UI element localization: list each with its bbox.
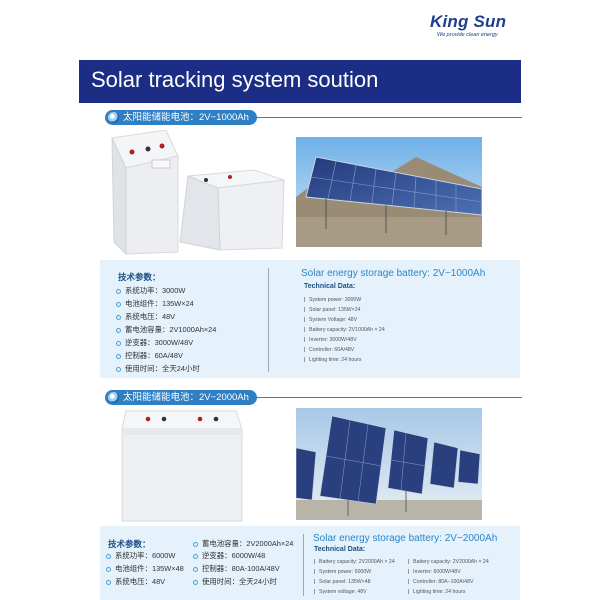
tick-mark xyxy=(304,317,305,323)
en-spec-title-2: Solar energy storage battery: 2V−2000Ah xyxy=(313,533,498,544)
brand-logo: King Sun xyxy=(430,12,507,31)
en-spec-item: System power: 6000W xyxy=(314,569,371,575)
tick-mark xyxy=(304,357,305,363)
cn-spec-item: 系统功率：6000W xyxy=(106,550,175,561)
tick-mark xyxy=(408,559,409,565)
title-banner xyxy=(79,60,521,103)
bullet-icon xyxy=(116,353,121,359)
en-spec-item: Lighting time: 24 hours xyxy=(408,589,465,595)
section-1-header: 太阳能储能电池：2V−1000Ah xyxy=(105,110,257,125)
bullet-icon xyxy=(116,366,121,372)
battery-1000ah-image xyxy=(108,130,288,255)
cn-spec-item: 控制器：80A-100A/48V xyxy=(193,563,280,574)
en-spec-item: Controller: 60A/48V xyxy=(304,347,354,353)
tick-mark xyxy=(408,589,409,595)
en-spec-item: System voltage: 48V xyxy=(314,589,367,595)
bullet-icon xyxy=(193,579,198,585)
cn-spec-item: 逆变器：6000W/48 xyxy=(193,550,265,561)
en-spec-item: Controller: 80A−100A/48V xyxy=(408,579,473,585)
tick-mark xyxy=(314,589,315,595)
solar-array-photo-1 xyxy=(296,137,482,247)
cn-spec-item: 控制器：60A/48V xyxy=(116,350,183,361)
bullet-icon xyxy=(116,301,121,307)
cn-spec-item: 使用时间：全天24小时 xyxy=(193,576,277,587)
en-spec-item: Solar panel: 135W×24 xyxy=(304,307,360,313)
spec-divider-2 xyxy=(303,534,304,596)
tick-mark xyxy=(304,337,305,343)
cn-spec-item: 逆变器：3000W/48V xyxy=(116,337,193,348)
tick-mark xyxy=(408,579,409,585)
en-spec-item: System power: 3000W xyxy=(304,297,361,303)
cn-spec-item: 系统电压：48V xyxy=(106,576,165,587)
bullet-icon xyxy=(116,327,121,333)
tick-mark xyxy=(408,569,409,575)
en-spec-title-1: Solar energy storage battery: 2V−1000Ah xyxy=(301,268,486,279)
bullet-icon xyxy=(116,288,121,294)
bullet-icon xyxy=(193,541,198,547)
tick-mark xyxy=(314,579,315,585)
page-title: Solar tracking system soution xyxy=(91,67,379,92)
battery-2000ah-image xyxy=(118,405,246,527)
bullet-icon xyxy=(106,553,111,559)
spec-divider-1 xyxy=(268,268,269,372)
tick-mark xyxy=(314,569,315,575)
brand-tagline: We provide clean energy xyxy=(437,32,498,38)
en-spec-item: Solar panel: 135W×48 xyxy=(314,579,370,585)
section-1-rule xyxy=(246,117,522,118)
cn-spec-item: 系统电压：48V xyxy=(116,311,175,322)
tick-mark xyxy=(304,327,305,333)
section-2-header: 太阳能储能电池：2V−2000Ah xyxy=(105,390,257,405)
spec-panel-1 xyxy=(100,260,520,378)
bullet-icon xyxy=(193,566,198,572)
cn-spec-heading-1: 技术参数： xyxy=(118,272,161,282)
cn-spec-item: 蓄电池容量：2V1000Ah×24 xyxy=(116,324,216,335)
tick-mark xyxy=(304,307,305,313)
en-spec-item: System Voltage: 48V xyxy=(304,317,357,323)
en-spec-item: Lighting time: 24 hours xyxy=(304,357,361,363)
solar-array-photo-2 xyxy=(296,408,482,520)
cn-spec-item: 电池组件：135W×24 xyxy=(116,298,194,309)
cn-spec-item: 系统功率：3000W xyxy=(116,285,185,296)
tick-mark xyxy=(314,559,315,565)
en-spec-item: Battery capacity: 2V2000Ah × 24 xyxy=(314,559,395,565)
bullet-icon xyxy=(116,314,121,320)
bullet-icon xyxy=(106,566,111,572)
tick-mark xyxy=(304,297,305,303)
cn-spec-item: 蓄电池容量：2V2000Ah×24 xyxy=(193,538,293,549)
battery-badge-icon xyxy=(108,112,119,123)
en-spec-item: Inverter: 3000W/48V xyxy=(304,337,357,343)
en-spec-subtitle-2: Technical Data: xyxy=(314,546,366,553)
section-2-header-label: 太阳能储能电池：2V−2000Ah xyxy=(123,392,249,403)
bullet-icon xyxy=(193,553,198,559)
spec-panel-2 xyxy=(100,526,520,600)
bullet-icon xyxy=(116,340,121,346)
en-spec-item: Inverter: 6000W/48V xyxy=(408,569,461,575)
en-spec-item: Battery capacity: 2V2000Ah × 24 xyxy=(408,559,489,565)
en-spec-subtitle-1: Technical Data: xyxy=(304,283,356,290)
bullet-icon xyxy=(106,579,111,585)
battery-badge-icon xyxy=(108,392,119,403)
tick-mark xyxy=(304,347,305,353)
cn-spec-item: 使用时间：全天24小时 xyxy=(116,363,200,374)
cn-spec-item: 电池组件：135W×48 xyxy=(106,563,184,574)
en-spec-item: Battery capacity: 2V1000Ah × 24 xyxy=(304,327,385,333)
section-1-header-label: 太阳能储能电池：2V−1000Ah xyxy=(123,112,249,123)
section-2-rule xyxy=(246,397,522,398)
cn-spec-heading-2: 技术参数： xyxy=(108,539,151,549)
